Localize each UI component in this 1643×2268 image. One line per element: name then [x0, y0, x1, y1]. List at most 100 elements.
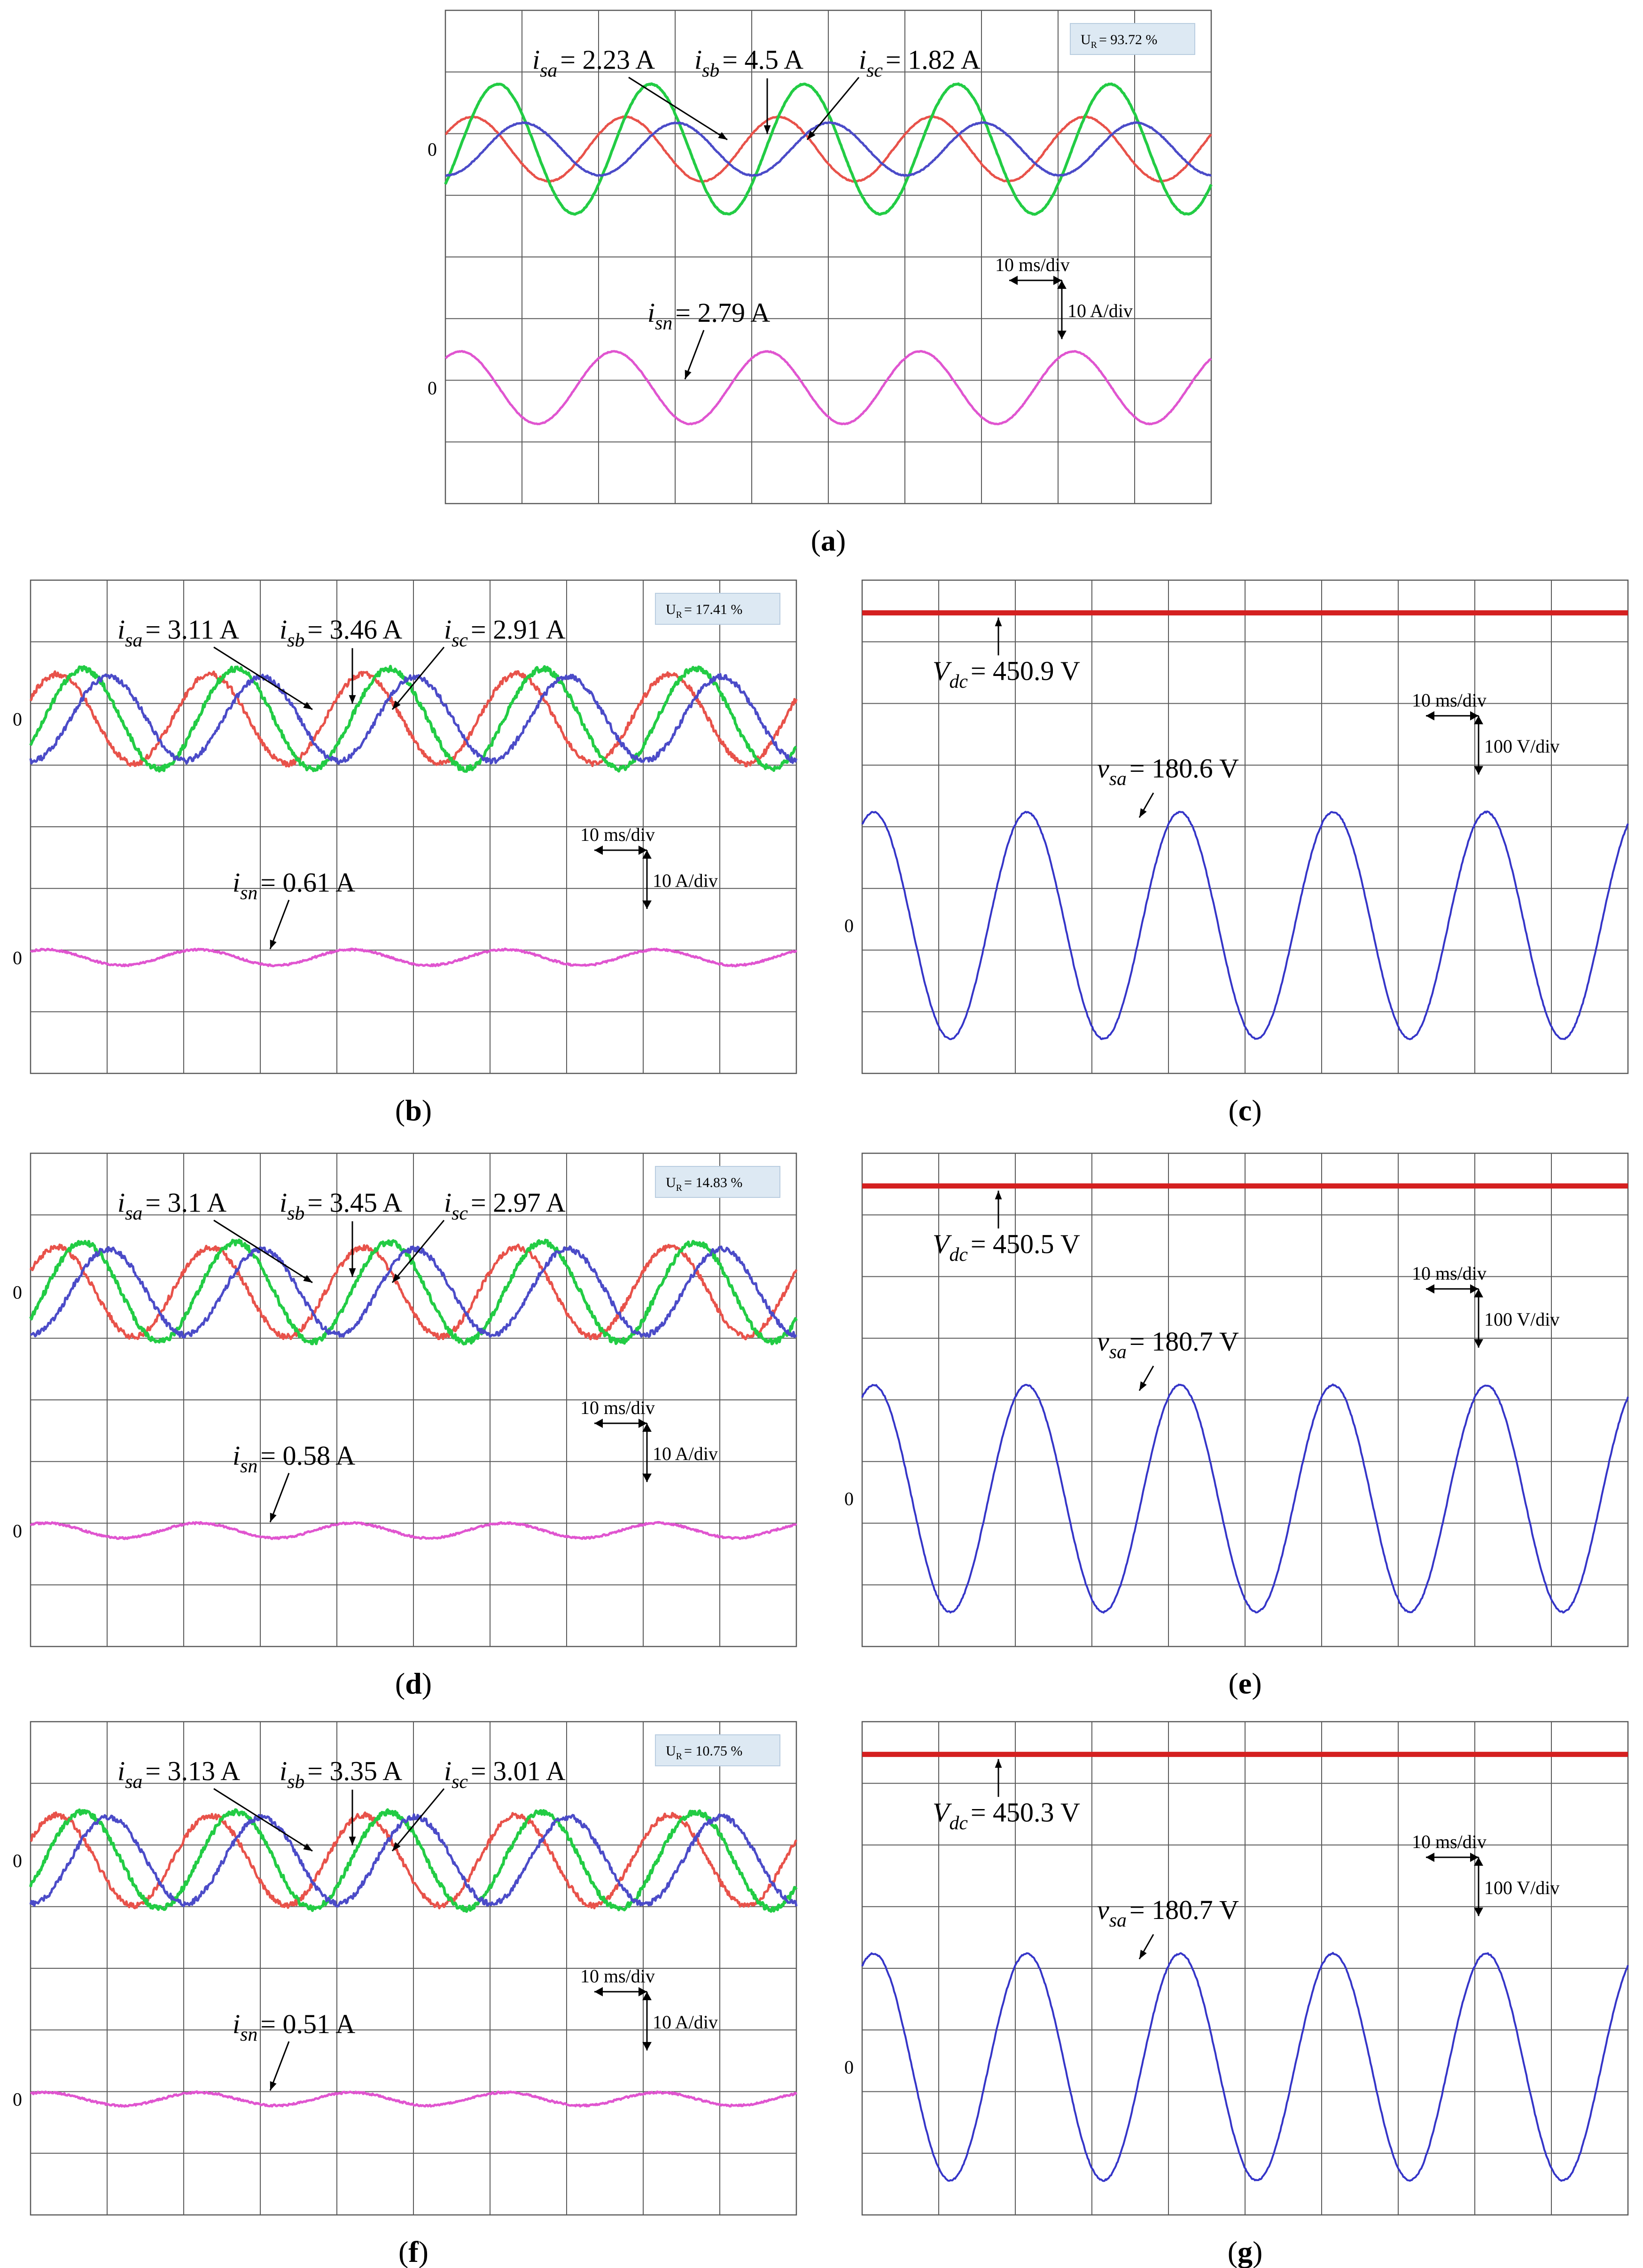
panel-g-timebase-arrow-left — [1426, 1852, 1434, 1862]
panel-f-label-isc: isc= 3.01 A — [444, 1756, 566, 1793]
panel-d-vscale-label: 10 A/div — [653, 1443, 718, 1464]
panel-a-label-isc-symbol: i — [859, 45, 866, 75]
panel-f-label-isa-symbol: i — [117, 1756, 125, 1786]
panel-c-label-vdc: Vdc= 450.9 V — [933, 656, 1080, 692]
panel-f-label-isb-value: = 3.35 A — [307, 1756, 402, 1786]
panel-a-label-isb-subscript: sb — [702, 60, 719, 81]
panel-b-label-isa-subscript: sa — [125, 629, 142, 651]
panel-b-arrow-isn — [269, 900, 290, 949]
panel-f-caption: (f) — [398, 2235, 428, 2268]
panel-a-label-isa-value: = 2.23 A — [560, 45, 655, 75]
panel-a-unbalance-text: UR= 93.72 % — [1081, 32, 1157, 50]
panel-f-label-isn: isn= 0.51 A — [233, 2009, 355, 2045]
panel-b-series-isc — [29, 673, 798, 765]
panel-a-label-isn-symbol: i — [647, 297, 655, 328]
panel-a-arrow-isa-head — [718, 132, 727, 140]
panel-b-unbalance-badge — [655, 593, 780, 625]
panel-d-label-isn-subscript: sn — [240, 1455, 257, 1477]
panel-d-caption: (d) — [395, 1667, 432, 1700]
panel-f-label-isn-subscript: sn — [240, 2024, 257, 2045]
panel-b-vscale-arrow-down — [642, 900, 652, 909]
panel-b-label-isc-subscript: sc — [452, 629, 468, 651]
panel-b-series-isa — [29, 670, 798, 768]
panel-e-label-vsa-subscript: sa — [1109, 1341, 1127, 1363]
panel-c-vscale-arrow-down — [1474, 766, 1483, 775]
panel-b-zero-label: 0 — [13, 708, 22, 730]
panel-f-zero-label: 0 — [13, 2089, 22, 2110]
panel-b-label-isa-symbol: i — [117, 614, 125, 645]
panel-e-label-vdc-symbol: V — [933, 1229, 952, 1259]
panel-d-label-isb-subscript: sb — [287, 1203, 304, 1224]
panel-b-label-isb: isb= 3.46 A — [280, 614, 402, 651]
panel-e-timebase-arrow-right — [1470, 1284, 1479, 1294]
panel-f-label-isc-symbol: i — [444, 1756, 452, 1786]
panel-g-zero-label: 0 — [844, 2057, 854, 2078]
panel-d-label-isb-symbol: i — [280, 1188, 287, 1218]
panel-d-label-isc-symbol: i — [444, 1188, 452, 1218]
panel-d-unbalance-subscript: R — [676, 1183, 683, 1193]
panel-d-label-isc-subscript: sc — [452, 1203, 468, 1224]
panel-d-arrow-isn-head — [270, 1513, 277, 1522]
panel-g-timebase-arrow-right — [1470, 1852, 1479, 1862]
panel-b-caption: (b) — [395, 1094, 432, 1127]
panel-f-arrow-isn — [269, 2041, 290, 2091]
panel-e-timebase-label: 10 ms/div — [1412, 1263, 1487, 1284]
panel-f-label-isn-symbol: i — [233, 2009, 240, 2039]
panel-e-label-vdc: Vdc= 450.5 V — [933, 1229, 1080, 1266]
panel-c-timebase-arrow-left — [1426, 711, 1434, 721]
panel-d-unbalance-badge — [655, 1166, 780, 1198]
panel-d-unbalance-value: = 14.83 % — [684, 1175, 742, 1190]
panel-a-series-isn — [444, 350, 1212, 426]
panel-f-label-isb: isb= 3.35 A — [280, 1756, 402, 1793]
panel-b-timebase-label: 10 ms/div — [580, 824, 655, 845]
panel-a-arrow-isc-head — [807, 131, 816, 140]
panel-f-series-isc — [29, 1813, 798, 1908]
panel-f-arrow-isb-head — [349, 1836, 356, 1846]
panel-e-caption-letter: e — [1238, 1667, 1252, 1700]
panel-d-timebase-arrow-right — [639, 1418, 647, 1428]
panel-c-vscale-arrow-up — [1474, 715, 1483, 724]
panel-b-arrow-isc — [391, 646, 445, 710]
panel-f-label-isa-subscript: sa — [125, 1771, 142, 1793]
panel-g-caption-letter: g — [1238, 2235, 1253, 2268]
panel-e-arrow-vsa-head — [1139, 1381, 1147, 1391]
panel-c-label-vsa-subscript: sa — [1109, 768, 1127, 790]
panel-e-vscale-arrow-up — [1474, 1289, 1483, 1297]
panel-f-label-isn-value: = 0.51 A — [260, 2009, 355, 2039]
panel-g-arrow-vsa-head — [1139, 1950, 1147, 1959]
panel-e-zero-label: 0 — [844, 1488, 854, 1509]
panel-f-arrow-isn-head — [270, 2081, 277, 2091]
panel-d-zero-label: 0 — [13, 1282, 22, 1303]
panel-g-label-vsa-symbol: v — [1097, 1895, 1109, 1925]
panel-e-label-vdc-value: = 450.5 V — [971, 1229, 1080, 1259]
panel-f-label-isb-subscript: sb — [287, 1771, 304, 1793]
panel-e-vscale-arrow-down — [1474, 1339, 1483, 1348]
panel-f-vscale-arrow-down — [642, 2042, 652, 2051]
panel-d-arrow-isn — [269, 1473, 290, 1522]
panel-f-vscale-label: 10 A/div — [653, 2012, 718, 2033]
panel-a-unbalance-subscript: R — [1091, 40, 1098, 50]
panel-d-label-isc-value: = 2.97 A — [471, 1188, 566, 1218]
panel-c-series-vsa — [861, 810, 1629, 1041]
panel-g-caption: (g) — [1228, 2235, 1263, 2268]
panel-b-caption-letter: b — [405, 1094, 422, 1127]
panel-g-vscale-label: 100 V/div — [1484, 1877, 1559, 1898]
panel-a-vscale-arrow-up — [1057, 280, 1067, 289]
panel-a-arrow-isn-head — [685, 370, 692, 380]
panel-c-arrow-vsa-head — [1139, 808, 1147, 818]
panel-b-arrow-isn-head — [270, 940, 277, 949]
panel-a-label-isc-value: = 1.82 A — [886, 45, 981, 75]
panel-d-arrow-isb-head — [349, 1268, 356, 1277]
panel-a-vscale-label: 10 A/div — [1067, 300, 1133, 321]
panel-a-timebase-label: 10 ms/div — [995, 254, 1070, 275]
panel-d-caption-letter: d — [405, 1667, 422, 1700]
panel-f-unbalance-badge — [655, 1734, 780, 1766]
panel-b-label-isn-subscript: sn — [240, 882, 257, 904]
panel-e-label-vsa-symbol: v — [1097, 1326, 1109, 1357]
panel-e-label-vsa: vsa= 180.7 V — [1097, 1326, 1239, 1363]
panel-b-label-isb-subscript: sb — [287, 629, 304, 651]
panel-b-unbalance-value: = 17.41 % — [684, 602, 742, 617]
